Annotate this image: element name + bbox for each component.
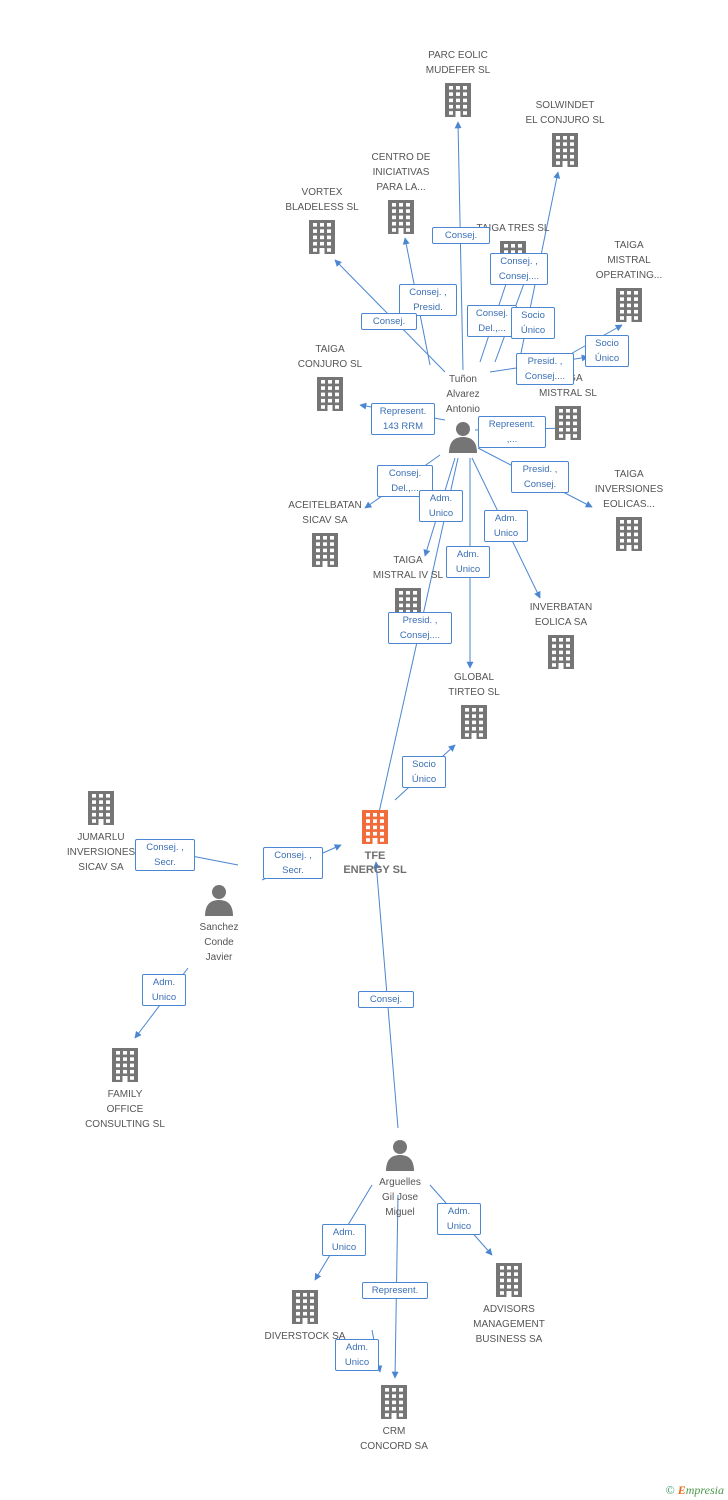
node-label: CENTRO DE INICIATIVAS PARA LA... [371, 152, 431, 193]
relation-badge[interactable]: Adm. Unico [142, 974, 186, 1006]
node-label: ACEITELBATAN SICAV SA [288, 500, 362, 526]
brand-initial: E [677, 1483, 686, 1497]
node-label: DIVERSTOCK SA [264, 1331, 346, 1342]
relation-badge[interactable]: Presid. , Consej.... [516, 353, 574, 385]
building-icon [381, 1385, 407, 1419]
node-label: TAIGA CONJURO SL [297, 344, 363, 370]
person-icon [386, 1140, 414, 1171]
building-icon [88, 791, 114, 825]
building-icon [616, 288, 642, 322]
building-icon [312, 533, 338, 567]
company-node-family[interactable]: FAMILY OFFICE CONSULTING SL [85, 1047, 165, 1130]
node-label: TAIGA MISTRAL IV SL [372, 555, 444, 581]
relation-badge[interactable]: Adm. Unico [484, 510, 528, 542]
building-icon [555, 406, 581, 440]
company-node-inverbatan[interactable]: INVERBATAN EOLICA SA [530, 602, 592, 670]
relation-edge [454, 121, 464, 371]
person-node-sanchez[interactable]: Sanchez Conde Javier [200, 884, 238, 963]
company-node-conjuro[interactable]: TAIGA CONJURO SL [298, 344, 362, 412]
node-label: Sanchez Conde Javier [199, 922, 239, 963]
relation-badge[interactable]: Socio Único [585, 335, 629, 367]
node-label: SOLWINDET EL CONJURO SL [525, 100, 605, 126]
company-node-parc[interactable]: PARC EOLIC MUDEFER SL [426, 50, 490, 118]
relation-badge[interactable]: Adm. Unico [446, 546, 490, 578]
node-label: Tuñon Alvarez Antonio [446, 374, 480, 415]
node-label: TAIGA MISTRAL OPERATING... [595, 240, 663, 281]
building-icon [309, 220, 335, 254]
relation-badge[interactable]: Adm. Unico [322, 1224, 366, 1256]
building-icon [496, 1263, 522, 1297]
relation-badge[interactable]: Consej. [432, 226, 490, 244]
company-node-vortex[interactable]: VORTEX BLADELESS SL [285, 187, 359, 255]
node-label: CRM CONCORD SA [360, 1426, 428, 1452]
company-node-centro[interactable]: CENTRO DE INICIATIVAS PARA LA... [372, 152, 430, 235]
building-icon [362, 810, 388, 844]
building-icon [548, 635, 574, 669]
company-node-tirteo[interactable]: GLOBAL TIRTEO SL [448, 672, 500, 740]
building-icon [552, 133, 578, 167]
relation-badge[interactable]: Consej. , Secr. [263, 847, 323, 879]
company-node-crm[interactable]: CRM CONCORD SA [360, 1384, 428, 1452]
node-label: FAMILY OFFICE CONSULTING SL [85, 1089, 165, 1130]
company-node-advisors[interactable]: ADVISORS MANAGEMENT BUSINESS SA [473, 1262, 545, 1345]
node-label: TFE ENERGY SL [343, 850, 407, 876]
company-node-diverstock[interactable]: DIVERSTOCK SA [265, 1289, 345, 1342]
node-label: GLOBAL TIRTEO SL [448, 672, 500, 698]
person-node-arguelles[interactable]: Arguelles Gil Jose Miguel [379, 1139, 421, 1218]
relation-badge[interactable]: Adm. Unico [335, 1339, 379, 1371]
node-label: TAIGA INVERSIONES EOLICAS... [594, 469, 664, 510]
relation-badge[interactable]: Socio Único [402, 756, 446, 788]
building-icon [112, 1048, 138, 1082]
relation-badge[interactable]: Consej. Del.,... [467, 305, 517, 337]
relation-badge[interactable]: Socio Único [511, 307, 555, 339]
person-icon [449, 422, 477, 453]
building-icon [461, 705, 487, 739]
person-node-tunon[interactable]: Tuñon Alvarez Antonio [446, 374, 480, 453]
relation-badge[interactable]: Consej. , Consej.... [490, 253, 548, 285]
node-label: Arguelles Gil Jose Miguel [379, 1177, 421, 1218]
company-node-inversiones[interactable]: TAIGA INVERSIONES EOLICAS... [595, 469, 663, 552]
relation-badge[interactable]: Presid. , Consej. [511, 461, 569, 493]
relation-badge[interactable]: Adm. Unico [419, 490, 463, 522]
company-node-mistralop[interactable]: TAIGA MISTRAL OPERATING... [596, 240, 662, 323]
company-node-tfe[interactable]: TFE ENERGY SL [343, 809, 407, 876]
company-node-solwindet[interactable]: SOLWINDET EL CONJURO SL [525, 100, 605, 168]
node-label: ADVISORS MANAGEMENT BUSINESS SA [473, 1304, 545, 1345]
building-icon [317, 377, 343, 411]
company-node-jumarlu[interactable]: JUMARLU INVERSIONES SICAV SA [67, 790, 135, 873]
building-icon [616, 517, 642, 551]
node-label: PARC EOLIC MUDEFER SL [425, 50, 491, 76]
relation-badge[interactable]: Consej. [361, 312, 417, 330]
relation-badge[interactable]: Presid. , Consej.... [388, 612, 452, 644]
relation-badge[interactable]: Consej. , Secr. [135, 839, 195, 871]
brand-name: mpresia [685, 1483, 724, 1497]
relation-badge[interactable]: Represent. 143 RRM [371, 403, 435, 435]
node-label: JUMARLU INVERSIONES SICAV SA [66, 832, 136, 873]
relation-badge[interactable]: Consej. [358, 990, 414, 1008]
building-icon [388, 200, 414, 234]
building-icon [445, 83, 471, 117]
building-icon [292, 1290, 318, 1324]
company-node-aceitel[interactable]: ACEITELBATAN SICAV SA [288, 500, 362, 568]
node-label: VORTEX BLADELESS SL [285, 187, 359, 213]
person-icon [205, 885, 233, 916]
relation-badge[interactable]: Represent. ,... [478, 416, 546, 448]
company-node-mistralsl[interactable]: TAIGA MISTRAL SL [539, 373, 597, 441]
node-label: TAIGA TRES SL [476, 223, 550, 234]
relation-badge[interactable]: Consej. , Presid. [399, 284, 457, 316]
empresia-watermark: © Empresia [666, 1483, 724, 1498]
relation-badge[interactable]: Adm. Unico [437, 1203, 481, 1235]
node-label: INVERBATAN EOLICA SA [529, 602, 593, 628]
copyright-symbol: © [665, 1483, 675, 1497]
relation-badge[interactable]: Represent. [362, 1281, 428, 1299]
